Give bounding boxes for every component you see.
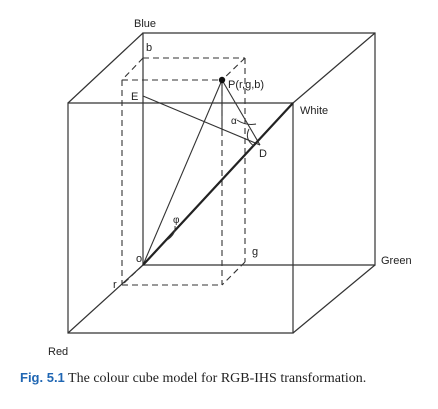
line-e-to-d	[142, 95, 261, 146]
cube-edge-bottom-right	[292, 264, 376, 334]
label-d: D	[259, 148, 267, 160]
label-green: Green	[381, 255, 412, 267]
point-p-marker	[218, 76, 226, 84]
label-r: r	[113, 279, 117, 291]
dash-top-right-diag	[221, 57, 246, 81]
label-g: g	[252, 246, 258, 258]
label-o: o	[136, 253, 142, 265]
dash-b-diagonal	[121, 57, 144, 81]
label-alpha: α	[231, 116, 237, 127]
label-e: E	[131, 91, 138, 103]
figure-label: Fig. 5.1	[20, 370, 65, 385]
cube-front-face	[67, 102, 294, 334]
dash-bottom-right-diag	[221, 261, 246, 286]
figure-caption: Fig. 5.1 The colour cube model for RGB-I…	[20, 370, 430, 387]
phi-angle-arc	[166, 225, 176, 241]
line-o-to-p	[142, 79, 223, 266]
line-p-to-d	[221, 79, 261, 146]
label-white: White	[300, 105, 328, 117]
label-phi: φ	[173, 215, 180, 226]
dash-r-diag	[121, 264, 144, 286]
label-red: Red	[48, 346, 68, 358]
alpha-angle-arc	[236, 119, 257, 125]
achromatic-axis	[142, 102, 294, 266]
label-blue: Blue	[134, 18, 156, 30]
label-b: b	[146, 42, 152, 54]
cube-edge-bottom-left	[67, 264, 144, 334]
label-point-p: P(r,g,b)	[228, 79, 264, 91]
cube-edge-top-right	[292, 32, 376, 104]
right-angle-arc	[246, 128, 255, 147]
cube-edge-top-left	[67, 32, 144, 104]
caption-text: The colour cube model for RGB-IHS transf…	[68, 371, 367, 386]
